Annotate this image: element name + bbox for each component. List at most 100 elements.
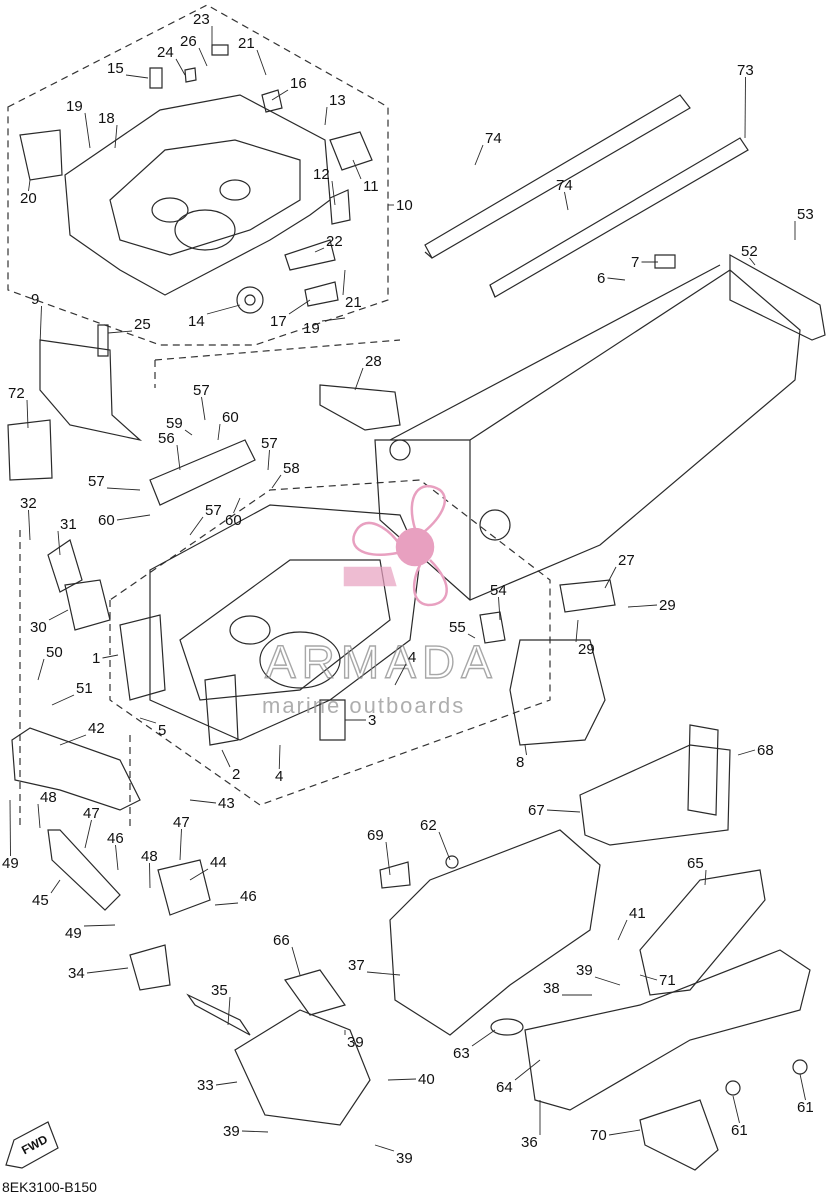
- leader-line-74: [474, 144, 484, 166]
- leader-line-27: [604, 566, 617, 589]
- leader-line-18: [114, 124, 118, 149]
- leader-line-4: [394, 663, 407, 686]
- leader-line-4: [278, 744, 281, 770]
- leader-line-56: [176, 444, 181, 471]
- leader-line-9: [39, 305, 42, 346]
- callout-69: 69: [367, 827, 384, 844]
- callout-61: 61: [797, 1099, 814, 1116]
- callout-21: 21: [238, 35, 255, 52]
- leader-line-1: [102, 654, 119, 659]
- leader-line-34: [86, 967, 129, 974]
- leader-line-43: [189, 799, 217, 804]
- callout-11: 11: [363, 178, 379, 195]
- side-bracket-panels: [7, 324, 401, 481]
- leader-line-46: [214, 902, 239, 906]
- callout-49: 49: [2, 855, 19, 872]
- callout-14: 14: [188, 313, 205, 330]
- leader-line-47: [84, 819, 92, 849]
- callout-74: 74: [485, 130, 502, 147]
- leader-line-30: [48, 609, 69, 621]
- leader-line-48: [37, 803, 41, 829]
- slide-rails: [424, 94, 749, 298]
- leader-line-39: [594, 976, 621, 986]
- leader-line-70: [608, 1129, 641, 1136]
- leader-line-21: [256, 49, 267, 76]
- leader-line-73: [744, 76, 746, 139]
- leader-line-32: [28, 509, 31, 541]
- callout-51: 51: [76, 680, 93, 697]
- callout-22: 22: [326, 233, 343, 250]
- callout-63: 63: [453, 1045, 470, 1062]
- callout-35: 35: [211, 982, 228, 999]
- callout-24: 24: [157, 44, 174, 61]
- leader-line-60: [116, 514, 151, 521]
- leader-line-71: [639, 974, 658, 981]
- leader-line-54: [498, 596, 501, 621]
- callout-38: 38: [543, 980, 560, 997]
- tunnel-assembly: [374, 253, 826, 601]
- leader-line-5: [139, 717, 157, 724]
- callout-45: 45: [32, 892, 49, 909]
- callout-13: 13: [329, 92, 346, 109]
- leader-line-50: [37, 658, 45, 681]
- leader-line-74: [564, 191, 569, 211]
- callout-44: 44: [210, 854, 227, 871]
- callout-56: 56: [158, 430, 175, 447]
- leader-line-22: [314, 247, 325, 253]
- leader-line-57: [267, 449, 270, 471]
- callout-46: 46: [240, 888, 257, 905]
- leader-line-42: [59, 734, 87, 746]
- leader-line-31: [57, 530, 61, 556]
- callout-54: 54: [490, 582, 507, 599]
- callout-68: 68: [757, 742, 774, 759]
- leader-line-55: [467, 633, 476, 639]
- leader-line-14: [206, 304, 241, 315]
- callout-40: 40: [418, 1071, 435, 1088]
- leader-line-15: [125, 74, 149, 79]
- callout-64: 64: [496, 1079, 513, 1096]
- leader-line-63: [471, 1029, 496, 1047]
- leader-line-11: [352, 159, 362, 180]
- callout-58: 58: [283, 460, 300, 477]
- leader-line-19: [84, 112, 91, 149]
- callout-31: 31: [60, 516, 77, 533]
- leader-line-2: [221, 749, 231, 768]
- leader-line-35: [227, 996, 231, 1026]
- leader-line-21: [342, 269, 346, 296]
- callout-62: 62: [420, 817, 437, 834]
- callout-48: 48: [141, 848, 158, 865]
- leader-line-40: [387, 1078, 417, 1081]
- leader-line-58: [271, 474, 282, 489]
- leader-line-59: [184, 429, 193, 436]
- callout-57: 57: [88, 473, 105, 490]
- leader-line-45: [50, 879, 61, 894]
- callout-1: 1: [92, 650, 100, 667]
- callout-29: 29: [659, 597, 676, 614]
- callout-18: 18: [98, 110, 115, 127]
- leader-line-61: [732, 1095, 740, 1124]
- leader-line-49: [9, 799, 11, 857]
- callout-32: 32: [20, 495, 37, 512]
- callout-47: 47: [83, 805, 100, 822]
- callout-42: 42: [88, 720, 105, 737]
- leader-line-29: [575, 619, 579, 643]
- callout-30: 30: [30, 619, 47, 636]
- leader-line-61: [799, 1073, 806, 1101]
- leader-line-24: [175, 58, 186, 76]
- callout-19: 19: [303, 320, 320, 337]
- leader-line-29: [627, 604, 658, 608]
- callout-48: 48: [40, 789, 57, 806]
- watermark-logo: ARMADA marine outboards: [262, 484, 493, 718]
- leader-line-39: [374, 1144, 395, 1152]
- leader-line-41: [617, 919, 628, 941]
- leader-line-62: [438, 831, 451, 861]
- callout-71: 71: [659, 972, 676, 989]
- leader-line-6: [607, 277, 626, 281]
- assembly-boundary-upper: [7, 4, 389, 346]
- leader-line-60: [217, 423, 221, 441]
- leader-line-57: [189, 516, 204, 536]
- fwd-label: FWD: [19, 1132, 50, 1157]
- callout-70: 70: [590, 1127, 607, 1144]
- callout-2: 2: [232, 766, 240, 783]
